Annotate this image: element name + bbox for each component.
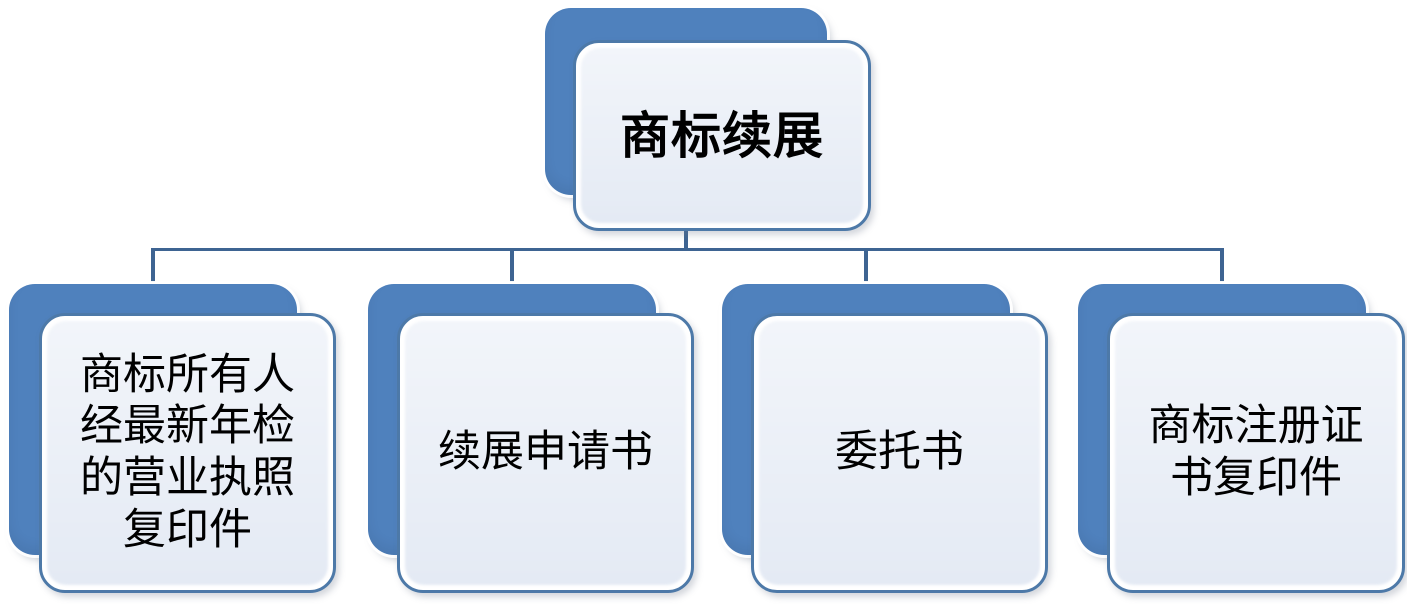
root-node-label-line: 商标续展 xyxy=(620,107,824,164)
child-node-3-label-line: 委托书 xyxy=(835,429,964,477)
connector-stub-1 xyxy=(151,248,155,282)
child-node-1-label-line: 复印件 xyxy=(123,506,252,554)
child-node-4-label-line: 商标注册证 xyxy=(1148,403,1364,451)
child-node-4: 商标注册证 书复印件 xyxy=(1107,313,1405,593)
child-node-1-label-line: 商标所有人 xyxy=(80,351,295,399)
child-node-3: 委托书 xyxy=(751,313,1048,593)
root-node: 商标续展 xyxy=(573,40,871,231)
child-node-2-label-line: 续展申请书 xyxy=(438,429,653,477)
child-node-4-label: 商标注册证 书复印件 xyxy=(1110,316,1402,590)
connector-stub-4 xyxy=(1220,248,1224,282)
child-node-1: 商标所有人 经最新年检 的营业执照 复印件 xyxy=(39,313,336,593)
child-node-1-label: 商标所有人 经最新年检 的营业执照 复印件 xyxy=(42,316,333,590)
connector-stub-2 xyxy=(510,248,514,282)
child-node-2: 续展申请书 xyxy=(397,313,694,593)
child-node-1-label-line: 的营业执照 xyxy=(80,455,295,502)
child-node-4-label-line: 书复印件 xyxy=(1170,455,1342,502)
connector-horizontal-rail xyxy=(151,248,1224,251)
child-node-1-label-line: 经最新年检 xyxy=(80,403,295,451)
connector-stub-3 xyxy=(864,248,868,282)
child-node-3-label: 委托书 xyxy=(754,316,1045,590)
root-node-label: 商标续展 xyxy=(576,43,868,228)
child-node-2-label: 续展申请书 xyxy=(400,316,691,590)
